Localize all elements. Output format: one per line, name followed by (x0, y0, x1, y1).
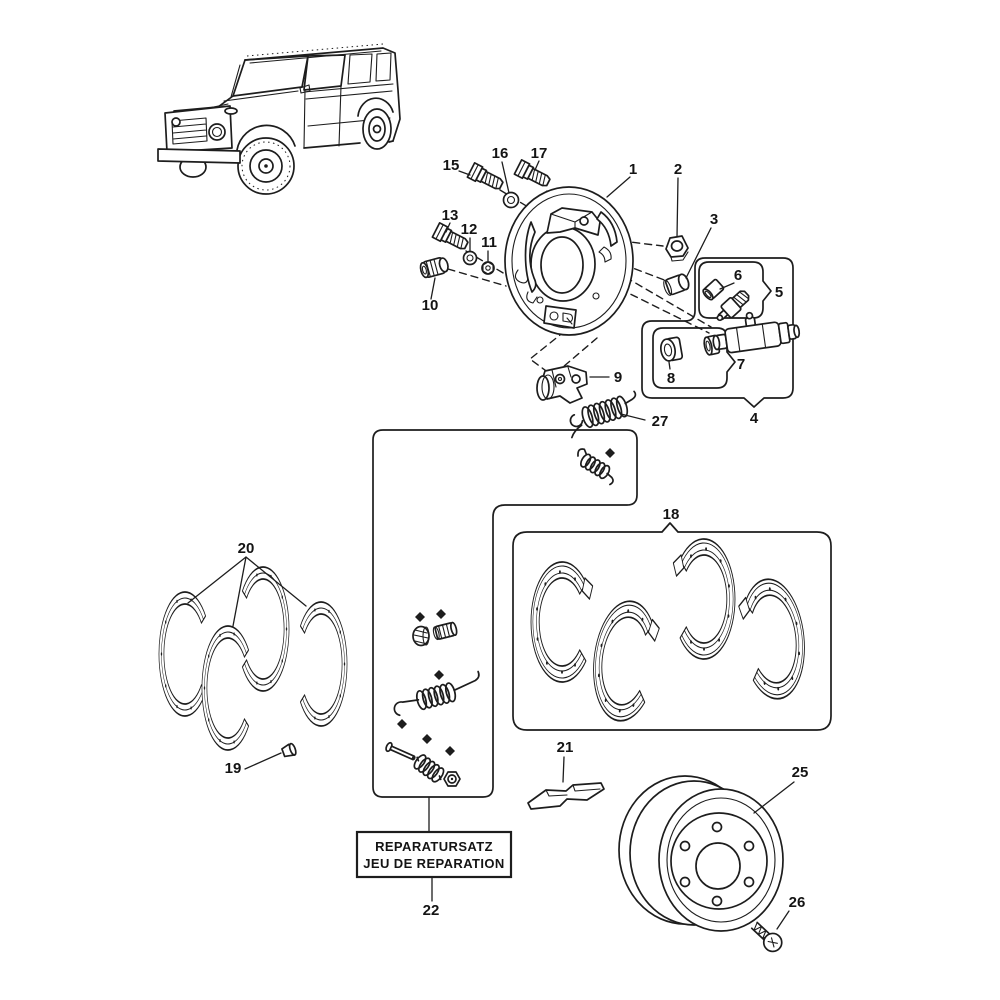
kit-sleeve (432, 621, 458, 641)
callout-4: 4 (750, 410, 759, 427)
callout-5: 5 (775, 284, 783, 301)
callout-7: 7 (737, 356, 745, 373)
nut-2 (665, 235, 689, 262)
brake-lining (201, 625, 250, 751)
callout-16: 16 (492, 145, 509, 162)
bleeder-valve-6 (716, 290, 750, 322)
callout-26: 26 (789, 894, 806, 911)
brake-lining (158, 591, 207, 717)
kit-hold-down-spring (577, 448, 614, 486)
callout-19: 19 (225, 760, 242, 777)
retainer-10 (419, 257, 449, 279)
kit-label-box: REPARATURSATZ JEU DE REPARATION (355, 796, 513, 902)
wheel-cylinder-kit-box-4 (641, 257, 801, 408)
callout-leader-lines (187, 160, 795, 930)
callout-10: 10 (422, 297, 439, 314)
piston-8 (659, 336, 684, 362)
grommet-16 (502, 191, 520, 209)
kit-nut (443, 771, 461, 787)
callout-12: 12 (461, 221, 478, 238)
callout-22: 22 (423, 902, 440, 919)
backing-plate (504, 186, 634, 336)
callout-6: 6 (734, 267, 742, 284)
callout-20: 20 (238, 540, 255, 557)
callout-numbers: 15 16 17 1 2 3 13 12 11 10 6 5 7 8 4 9 2… (225, 145, 809, 919)
wheel-cylinder (712, 311, 801, 354)
callout-9: 9 (614, 369, 622, 386)
callout-18: 18 (663, 506, 680, 523)
brake-drum-25 (618, 775, 784, 932)
callout-3: 3 (710, 211, 718, 228)
callout-11: 11 (481, 234, 497, 251)
callout-2: 2 (674, 161, 682, 178)
nut-11 (481, 261, 495, 275)
kit-label-line2: JEU DE REPARATION (363, 856, 504, 871)
rivet-19 (281, 742, 297, 758)
brake-shoe (530, 561, 594, 683)
bolt-15 (466, 162, 506, 194)
brake-shoe (672, 538, 736, 660)
vehicle-illustration (157, 43, 401, 195)
kit-label-line1: REPARATURSATZ (375, 839, 493, 854)
shim-21 (527, 782, 605, 810)
brake-shoe-box-18 (512, 522, 832, 731)
kit-adjuster-wheel (412, 625, 430, 647)
bolt-17 (513, 159, 553, 191)
callout-25: 25 (792, 764, 809, 781)
screw-26 (750, 921, 783, 953)
washer-12 (462, 250, 478, 266)
callout-17: 17 (531, 145, 548, 162)
callout-1: 1 (629, 161, 637, 178)
kit-small-spring (413, 754, 445, 783)
bleeder-cap (702, 278, 725, 301)
brake-lining (299, 601, 348, 727)
callout-27: 27 (652, 413, 669, 430)
brake-linings-20 (158, 566, 348, 751)
brake-shoe (735, 575, 811, 703)
brake-shoe (587, 597, 663, 725)
kit-pin (385, 741, 416, 761)
callout-21: 21 (557, 739, 574, 756)
adjuster-9 (536, 365, 588, 404)
callout-13: 13 (442, 207, 459, 224)
callout-8: 8 (667, 370, 675, 387)
return-spring-27 (569, 390, 637, 439)
repair-kit-box-22 (372, 429, 638, 798)
callout-15: 15 (443, 157, 460, 174)
kit-long-spring (393, 670, 480, 717)
